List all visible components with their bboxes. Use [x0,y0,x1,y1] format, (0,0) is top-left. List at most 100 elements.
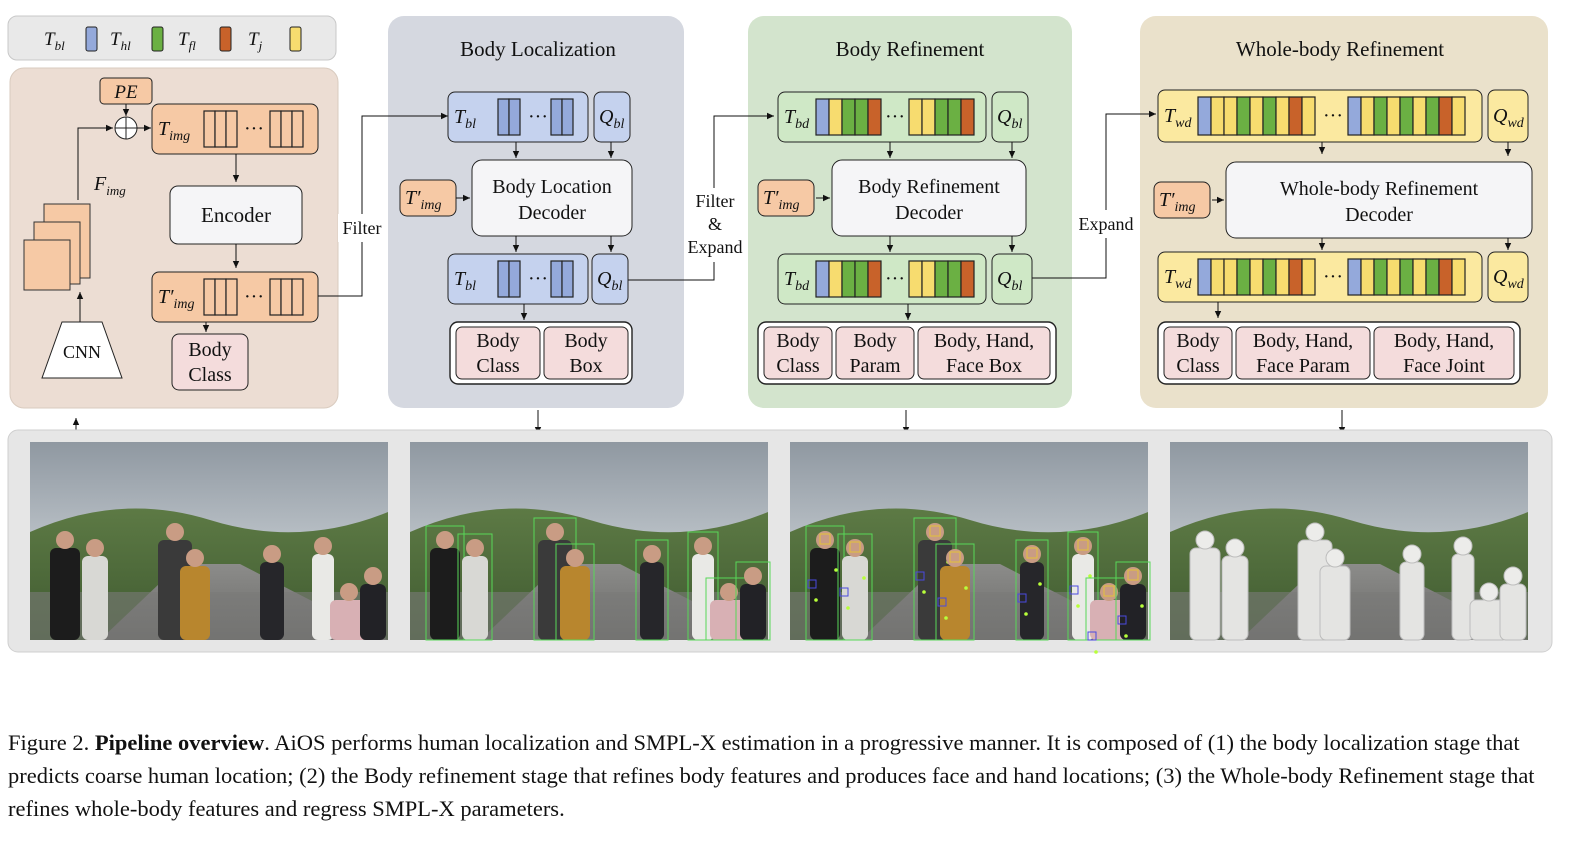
token-cell [1236,258,1251,296]
token-cell [908,98,923,136]
token-cell [225,278,238,316]
person-figure [635,539,669,641]
q-bl-out-2 [991,253,1033,305]
figure-caption: Figure 2. Pipeline overview. AiOS perfor… [8,726,1584,825]
output-box [1373,326,1515,380]
person-figure [260,545,284,640]
person-figure [82,539,108,640]
token-cell [1262,96,1277,136]
token-cell [854,98,869,136]
token-cell [1451,258,1466,296]
ellipsis: ··· [244,286,264,308]
filter-expand-label-1: Filter [696,191,735,211]
token-cell [280,278,293,316]
person-figure [837,533,873,641]
body-location-decoder-line1: Body Location [492,176,611,198]
body-class-line1: Body [188,339,231,361]
output-label: Face Box [946,355,1022,377]
output-label: Body [776,330,819,352]
caption-bold: Pipeline overview [94,730,265,755]
token-cell [1301,96,1316,136]
expand-label: Expand [1079,214,1134,234]
t-img-token-label: Timg [158,118,190,144]
token-cell [1399,258,1414,296]
t-wd-token-out-label: Twd [1164,266,1192,292]
token-cell [947,260,962,298]
token-cell [291,110,304,148]
f-img-label: Fimg [93,173,126,198]
token-cell [214,110,227,148]
t-img-prime-input-label: T′img [405,187,442,213]
person-figure [360,567,386,640]
person-figure [935,543,975,641]
token-cell [1249,258,1264,296]
person-figure [1085,577,1133,654]
token-cell [1438,96,1453,136]
output-box [763,326,833,380]
q-bl-out [591,253,629,305]
output-label: Body [853,330,896,352]
person-figure [1469,582,1509,641]
person-figure [805,525,845,641]
output-box [1235,326,1371,380]
token-cell [269,278,282,316]
q-wd-out [1487,251,1529,303]
filter-label: Filter [343,218,382,238]
output-label: Param [849,355,901,377]
token-cell [203,278,216,316]
person-figure [330,583,368,640]
whole-body-refinement-title: Whole-body Refinement [1236,37,1444,61]
token-cell [1373,96,1388,136]
ellipsis: ··· [885,268,905,290]
encoder-label: Encoder [201,203,271,227]
token-cell [960,260,975,298]
token-cell [1210,96,1225,136]
person-figure [1499,566,1527,641]
output-label: Class [776,355,820,377]
body-class-line2: Class [188,364,232,386]
token-cell [841,98,856,136]
output-label: Box [569,355,602,377]
token-cell [1412,96,1427,136]
token-cell [1275,96,1290,136]
q-bl-out-label: Qbl [597,268,622,294]
person-figure [1399,544,1425,641]
token-cell [203,110,216,148]
token-cell [561,98,574,136]
legend-label: Tbl [44,29,65,53]
token-cell [1438,258,1453,296]
token-cell [854,260,869,298]
output-label: Face Param [1256,355,1350,377]
person-figure [1221,538,1249,641]
body-localization-stage: Body Localization Tbl··· Qbl T′img Body … [399,37,633,385]
ellipsis: ··· [1323,105,1343,127]
body-location-decoder [471,159,633,237]
pe-label: PE [113,82,138,103]
token-cell [214,278,227,316]
token-cell [497,260,510,298]
body-refinement-stage: Body Refinement Tbd··· Qbl T′img Body Re… [757,37,1057,385]
person-figure [50,531,80,640]
token-cell [561,260,574,298]
token-cell [1386,258,1401,296]
output-box [917,326,1051,380]
token-cell [550,98,563,136]
legend-swatch [219,26,232,52]
token-cell [1249,96,1264,136]
body-refinement-decoder [831,159,1027,237]
token-cell [1288,96,1303,136]
body-refinement-decoder-line1: Body Refinement [858,176,1000,198]
whole-body-refinement-decoder-line1: Whole-body Refinement [1280,178,1479,200]
token-cell [508,260,521,298]
token-cell [497,98,510,136]
result-image-1 [30,442,388,640]
token-cell [1386,96,1401,136]
token-cell [550,260,563,298]
body-refinement-title: Body Refinement [836,37,985,61]
whole-body-refinement-stage: Whole-body Refinement Twd··· Qwd T′img W… [1153,37,1533,385]
q-bl-in-label: Qbl [599,106,624,132]
legend-item: Tj [248,26,302,53]
ellipsis: ··· [1323,266,1343,288]
filter-arrow [318,112,448,297]
